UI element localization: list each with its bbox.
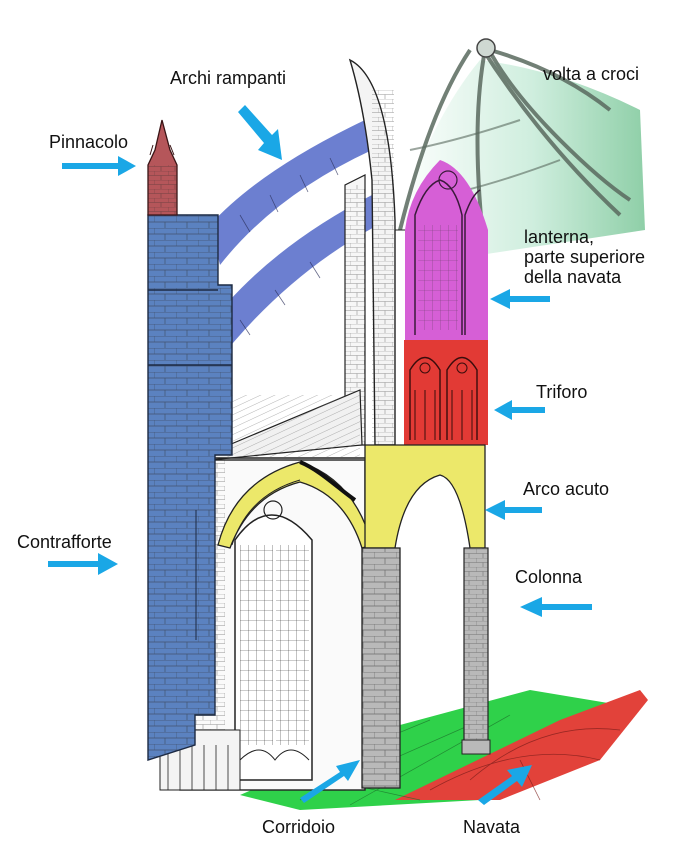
arrow-navata [478,765,532,805]
label-archi-rampanti: Archi rampanti [170,68,287,88]
arrow-pinnacolo [62,156,136,176]
label-lanterna: lanterna, parte superiore della navata [524,227,695,287]
arrow-archi-rampanti [238,105,282,160]
nave-wall [344,58,405,446]
arrow-corridoio [300,760,360,803]
label-lanterna-line2: parte superiore [524,247,646,267]
columns [361,547,491,789]
pointed-arches [217,444,486,549]
label-triforo: Triforo [536,382,588,402]
label-corridoio: Corridoio [262,817,336,837]
label-volta-a-croci: volta a croci [543,64,640,84]
arrow-arco-acuto [485,500,542,520]
label-pinnacolo: Pinnacolo [49,132,129,152]
triforium [404,340,488,445]
label-lanterna-line1: lanterna, [524,227,595,247]
arrow-colonna [520,597,592,617]
arrows [48,105,592,805]
label-navata: Navata [463,817,521,837]
arrow-triforo [494,400,545,420]
pinnacle [147,119,178,216]
label-arco-acuto: Arco acuto [523,479,610,499]
lantern-clerestory [405,160,488,340]
buttress [147,214,233,761]
arrow-lanterna [490,289,550,309]
label-contrafforte: Contrafforte [17,532,112,552]
aisle-roof [180,389,380,461]
label-lanterna-line3: della navata [524,267,622,287]
label-colonna: Colonna [515,567,583,587]
arrow-contrafforte [48,553,118,575]
